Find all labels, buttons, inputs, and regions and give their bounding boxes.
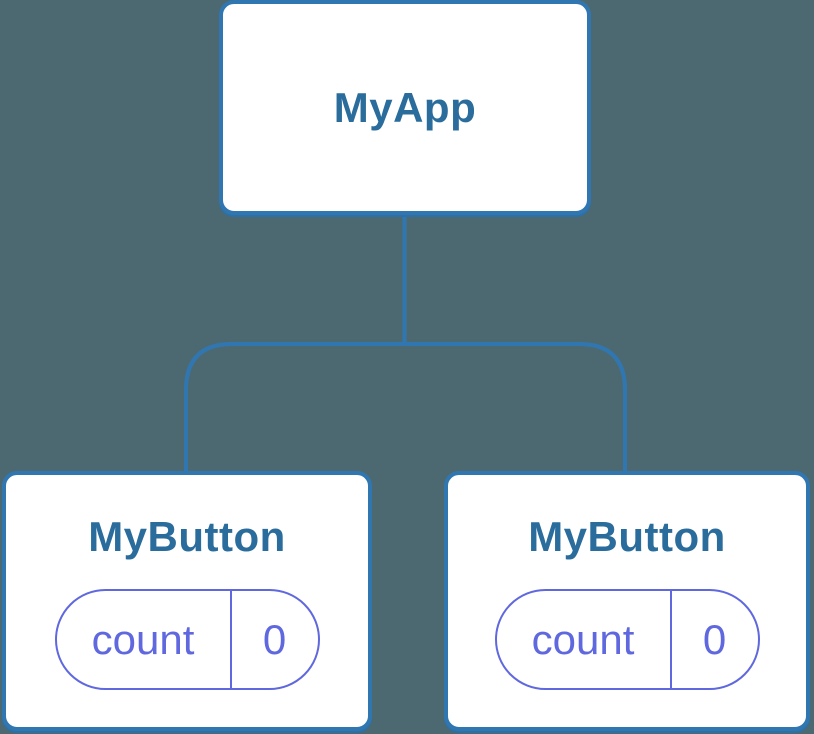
state-key-label: count <box>91 615 195 663</box>
state-value-cell: 0 <box>669 591 758 688</box>
state-key-cell: count <box>57 591 230 688</box>
state-pill: count 0 <box>494 589 760 690</box>
state-value-label: 0 <box>702 615 727 663</box>
node-root: MyApp <box>219 0 591 215</box>
node-child-right: MyButton count 0 <box>444 471 810 731</box>
state-value-label: 0 <box>262 615 287 663</box>
state-pill: count 0 <box>54 589 320 690</box>
state-key-label: count <box>531 615 635 663</box>
state-value-cell: 0 <box>229 591 318 688</box>
node-root-label: MyApp <box>333 83 477 131</box>
node-child-left: MyButton count 0 <box>2 471 372 731</box>
node-child-left-label: MyButton <box>88 513 286 560</box>
node-child-right-label: MyButton <box>528 513 726 560</box>
state-key-cell: count <box>497 591 670 688</box>
